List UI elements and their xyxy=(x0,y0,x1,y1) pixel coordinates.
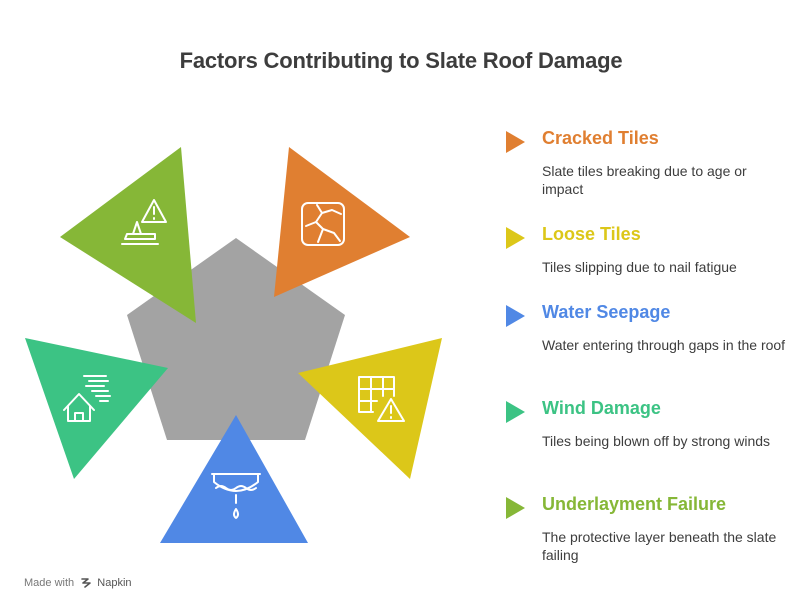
water-seepage-triangle xyxy=(160,415,308,543)
factor-label: Water Seepage xyxy=(542,302,671,322)
factor-description: Tiles being blown off by strong winds xyxy=(542,433,771,449)
factor-label: Wind Damage xyxy=(542,398,661,418)
triangle-marker-icon xyxy=(506,305,525,327)
factor-description: Water entering through gaps in the roof xyxy=(542,337,786,353)
napkin-logo-icon xyxy=(81,578,92,588)
cracked-tile-icon xyxy=(301,202,345,246)
factor-description: The protective layer beneath the slate f… xyxy=(542,529,777,563)
layer-warning-icon xyxy=(121,199,167,245)
cracked-tiles-segment xyxy=(274,147,410,297)
wind-damage-segment xyxy=(25,338,168,479)
footer-prefix: Made with xyxy=(24,577,75,589)
loose-tiles-segment xyxy=(298,338,442,479)
water-drip-icon xyxy=(211,473,261,519)
factor-description: Tiles slipping due to nail fatigue xyxy=(542,259,737,275)
made-with-footer[interactable]: Made with Napkin xyxy=(24,577,132,589)
factor-label: Loose Tiles xyxy=(542,224,641,244)
factor-description: Slate tiles breaking due to age or impac… xyxy=(542,163,747,197)
factor-label: Underlayment Failure xyxy=(542,494,727,514)
triangle-marker-icon xyxy=(506,401,525,423)
triangle-marker-icon xyxy=(506,131,525,153)
footer-brand: Napkin xyxy=(97,577,132,589)
house-wind-icon xyxy=(63,375,111,422)
tile-grid-warning-icon xyxy=(358,376,405,422)
triangle-marker-icon xyxy=(506,497,525,519)
diagram-title: Factors Contributing to Slate Roof Damag… xyxy=(179,48,623,73)
water-seepage-segment xyxy=(160,415,308,543)
cracked-tiles-triangle xyxy=(274,147,410,297)
underlayment-failure-segment xyxy=(60,147,196,323)
wind-damage-triangle xyxy=(25,338,168,479)
triangle-marker-icon xyxy=(506,227,525,249)
factor-label: Cracked Tiles xyxy=(542,128,659,148)
